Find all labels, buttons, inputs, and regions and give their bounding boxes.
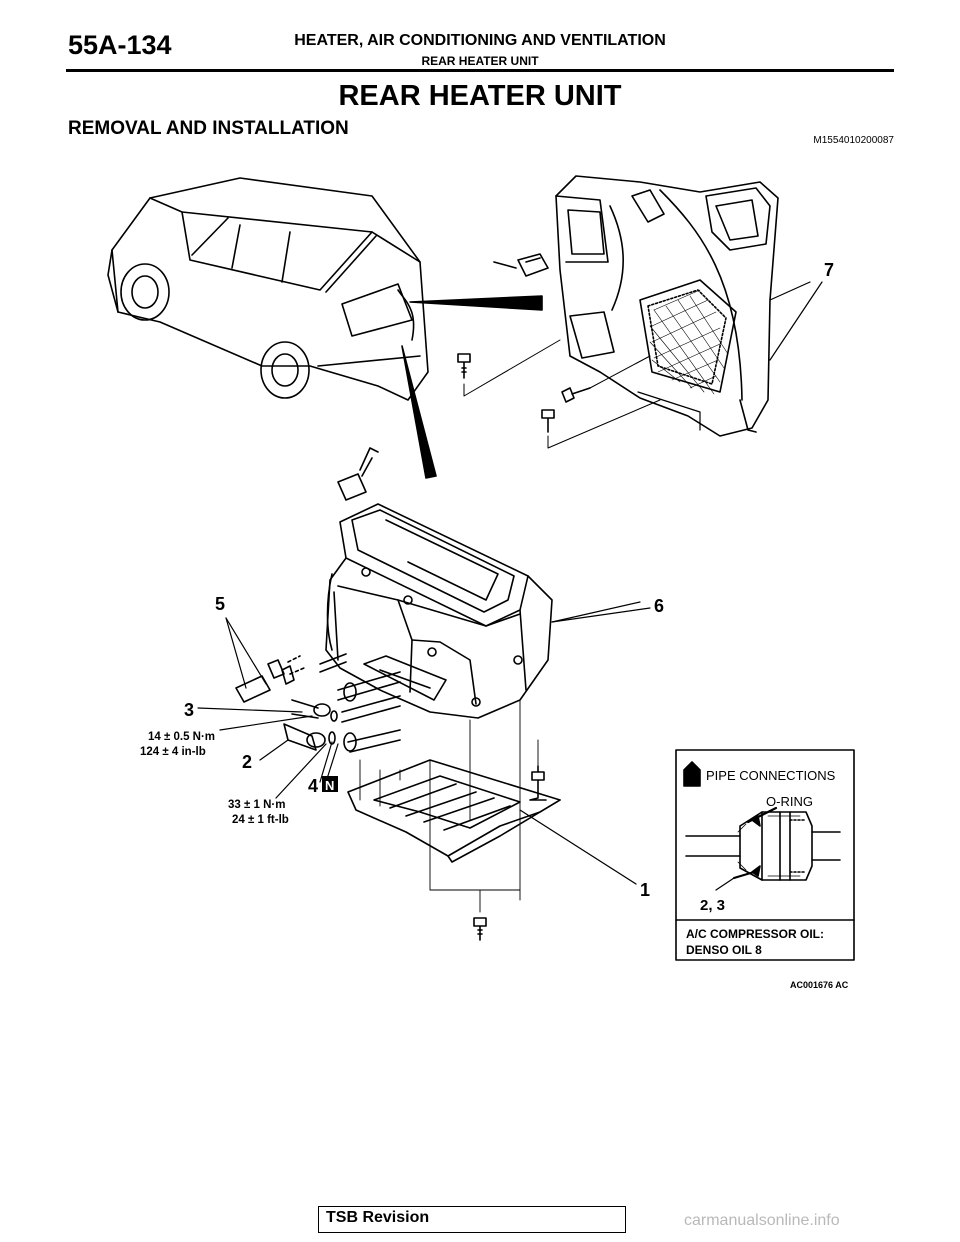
locator-pointer bbox=[409, 295, 543, 311]
header-subtitle: REAR HEATER UNIT bbox=[421, 54, 539, 68]
page-title: REAR HEATER UNIT bbox=[338, 80, 622, 112]
watermark: carmanualsonline.info bbox=[684, 1212, 840, 1229]
refrigerant-pipes bbox=[306, 653, 401, 753]
rear-heater-diagram: 5 3 2 4 N 6 1 7 14 ± 0.5 N·m 124 ± 4 in-… bbox=[107, 175, 855, 990]
screw bbox=[541, 409, 555, 433]
header-rule bbox=[66, 69, 894, 72]
callout-2: 2 bbox=[242, 752, 252, 772]
pipe-connections-inset bbox=[675, 749, 855, 961]
torque-spec-imperial: 24 ± 1 ft-lb bbox=[232, 814, 289, 826]
document-code: M1554010200087 bbox=[813, 135, 894, 146]
screw bbox=[473, 917, 487, 941]
oil-spec-line1: A/C COMPRESSOR OIL: bbox=[686, 927, 824, 941]
callout-4: 4 bbox=[308, 776, 318, 796]
pipe-fitting bbox=[283, 723, 317, 751]
tsb-revision-box bbox=[318, 1206, 626, 1233]
callout-5: 5 bbox=[215, 594, 225, 614]
torque-spec-imperial: 124 ± 4 in-lb bbox=[140, 746, 206, 758]
torque-spec-metric: 14 ± 0.5 N·m bbox=[148, 731, 215, 743]
new-part-mark: N bbox=[325, 778, 334, 793]
figure-code: AC001676 AC bbox=[790, 980, 849, 990]
vehicle-illustration bbox=[107, 177, 429, 401]
harness-connector bbox=[493, 253, 549, 277]
oil-spec-line2: DENSO OIL 8 bbox=[686, 943, 762, 957]
pipe-fitting bbox=[291, 699, 319, 719]
header-title: HEATER, AIR CONDITIONING AND VENTILATION bbox=[294, 32, 666, 49]
installation-guide-lines bbox=[359, 699, 539, 913]
harness-connector bbox=[337, 447, 379, 501]
inset-parts-label: 2, 3 bbox=[700, 897, 725, 914]
pipe-clamp bbox=[235, 655, 305, 703]
installed-heater-unit bbox=[555, 175, 811, 437]
callout-6: 6 bbox=[654, 596, 664, 616]
callout-1: 1 bbox=[640, 880, 650, 900]
oring-label: O-RING bbox=[766, 794, 813, 809]
bottom-cover bbox=[347, 759, 561, 863]
callout-leaders bbox=[197, 281, 823, 885]
inset-title: PIPE CONNECTIONS bbox=[706, 768, 836, 783]
torque-spec-metric: 33 ± 1 N·m bbox=[228, 799, 285, 811]
removed-heater-unit bbox=[325, 503, 641, 719]
section-heading: REMOVAL AND INSTALLATION bbox=[68, 118, 349, 139]
callout-7: 7 bbox=[824, 260, 834, 280]
tsb-revision-label: TSB Revision bbox=[326, 1209, 430, 1226]
heater-core-mesh bbox=[649, 289, 729, 395]
screw bbox=[529, 765, 547, 801]
screw bbox=[561, 387, 591, 403]
locator-pointer bbox=[401, 345, 437, 479]
page-number: 55A-134 bbox=[68, 30, 172, 60]
callout-3: 3 bbox=[184, 700, 194, 720]
screw bbox=[457, 353, 471, 379]
